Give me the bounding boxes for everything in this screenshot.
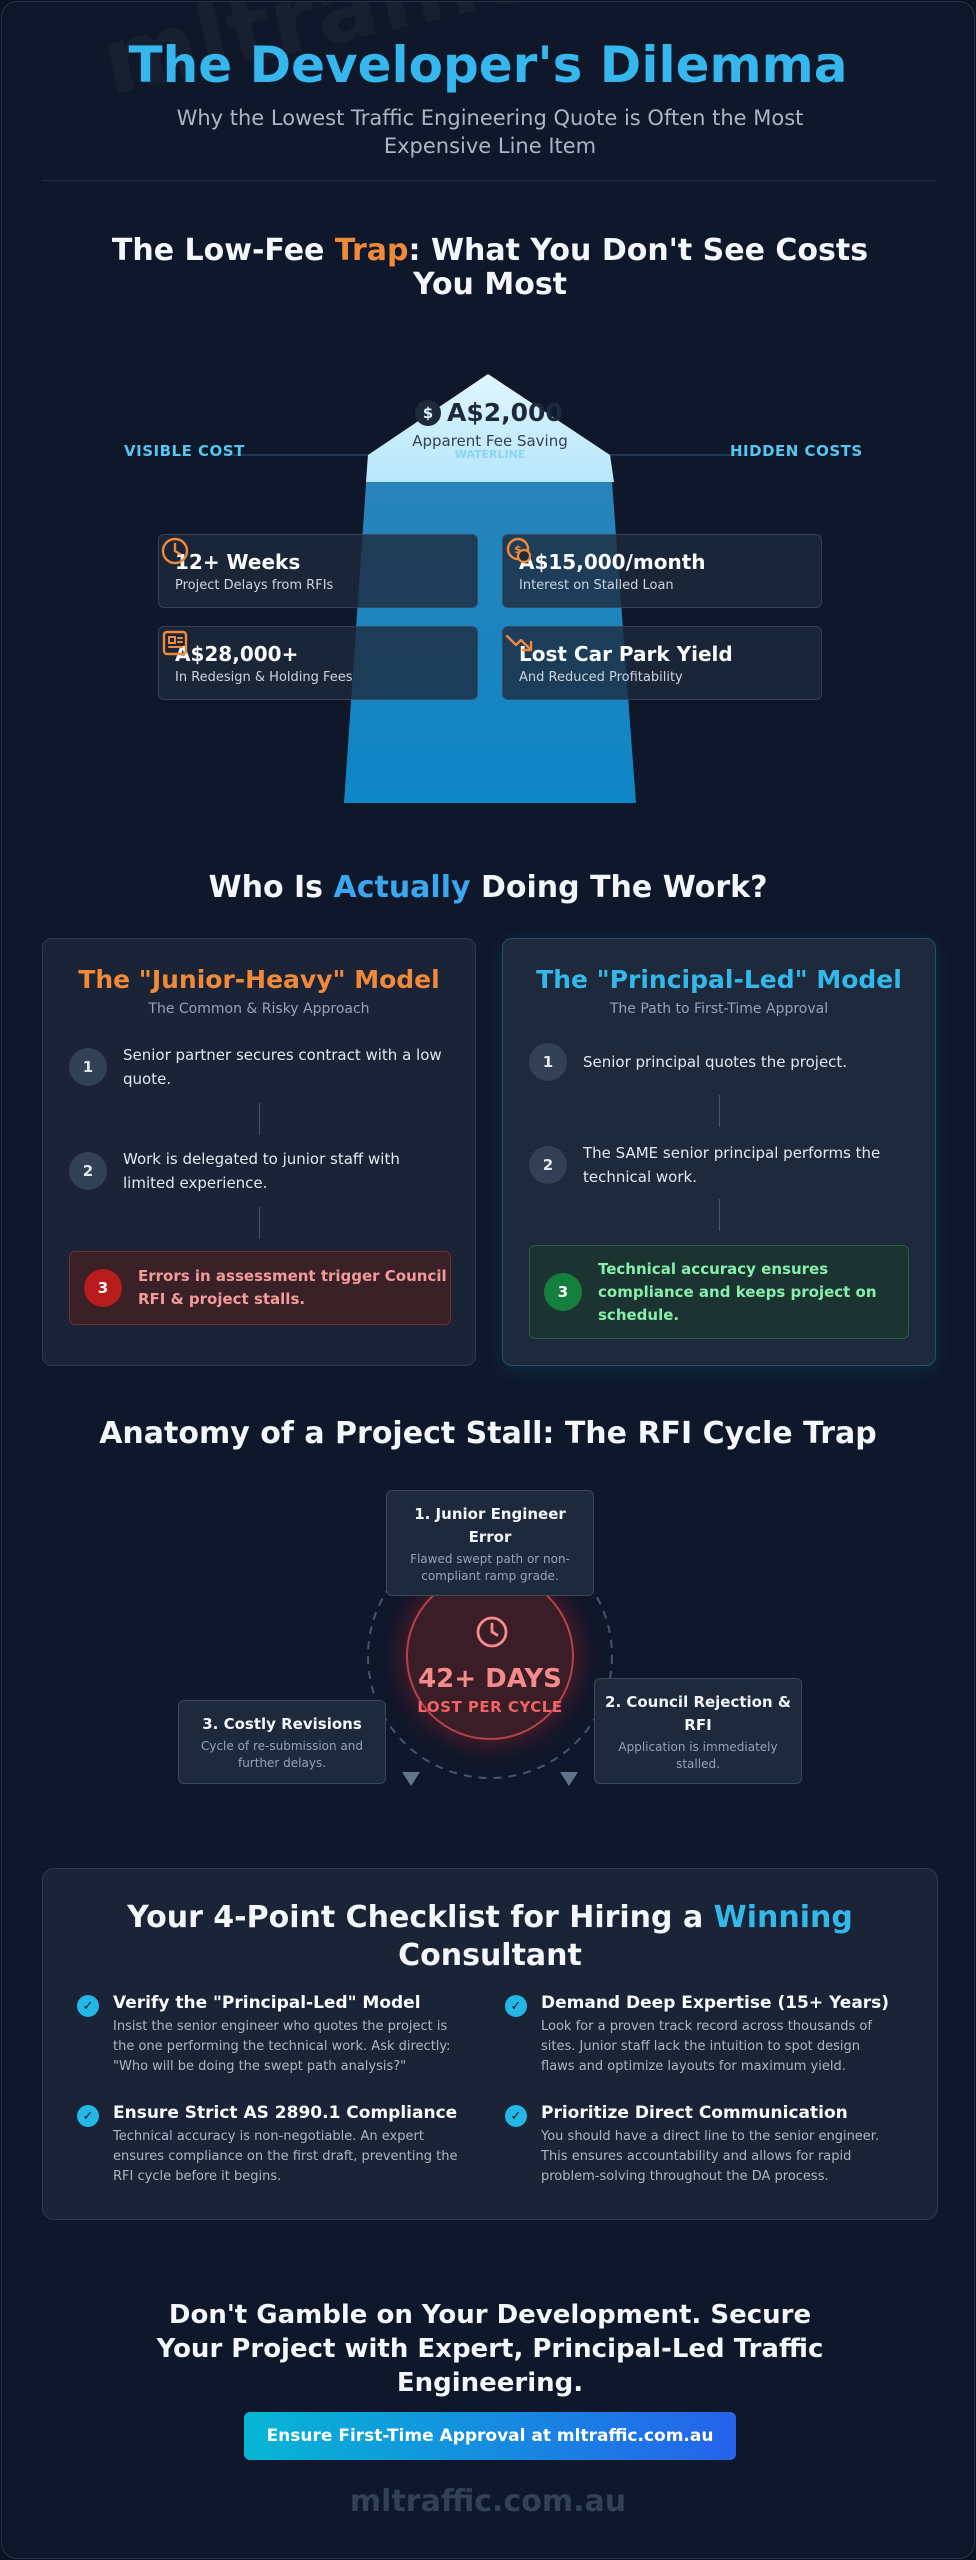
junior-step: 2 Work is delegated to junior staff with… xyxy=(69,1147,449,1195)
rfi-step-box: 3. Costly Revisions Cycle of re-submissi… xyxy=(178,1700,386,1784)
principal-model-subtitle: The Path to First-Time Approval xyxy=(609,1001,829,1017)
visible-cost-label: VISIBLE COST xyxy=(124,442,245,460)
junior-outcome: 3 Errors in assessment trigger Council R… xyxy=(69,1251,451,1325)
cta-headline: Don't Gamble on Your Development. Secure… xyxy=(156,2300,824,2398)
trend-down-icon xyxy=(505,634,533,652)
rfi-step-box: 2. Council Rejection & RFI Application i… xyxy=(594,1678,802,1784)
trap-section-title: The Low-Fee Trap: What You Don't See Cos… xyxy=(111,233,869,302)
page-subtitle: Why the Lowest Traffic Engineering Quote… xyxy=(176,106,804,158)
iceberg-diagram: VISIBLE COST HIDDEN COSTS $ A$2,000 Appa… xyxy=(2,362,974,822)
rfi-cycle-diagram: 42+ DAYS LOST PER CYCLE 1. Junior Engine… xyxy=(2,1472,974,1812)
rfi-section-title: Anatomy of a Project Stall: The RFI Cycl… xyxy=(99,1416,877,1451)
principal-step: 2 The SAME senior principal performs the… xyxy=(529,1141,909,1189)
waterline-label: WATERLINE xyxy=(454,448,526,461)
svg-text:$: $ xyxy=(514,543,522,556)
iceberg-graphic xyxy=(232,374,748,803)
checklist-item: ✓ Demand Deep Expertise (15+ Years)Look … xyxy=(505,1993,895,2077)
step-connector xyxy=(719,1095,720,1127)
cycle-arrow xyxy=(402,1772,420,1786)
step-connector xyxy=(259,1103,260,1135)
check-icon: ✓ xyxy=(505,1995,527,2017)
visible-cost-amount: $ A$2,000 xyxy=(415,398,575,427)
principal-step: 1 Senior principal quotes the project. xyxy=(529,1043,909,1081)
hidden-costs-label: HIDDEN COSTS xyxy=(730,442,863,460)
clock-icon xyxy=(476,1616,508,1648)
days-lost-label: LOST PER CYCLE xyxy=(417,1698,563,1716)
footer-brand: mltraffic.com.au xyxy=(349,2484,627,2519)
work-section-title: Who Is Actually Doing The Work? xyxy=(208,870,768,905)
check-icon: ✓ xyxy=(505,2105,527,2127)
junior-step: 1 Senior partner secures contract with a… xyxy=(69,1043,449,1091)
rfi-step-box: 1. Junior Engineer Error Flawed swept pa… xyxy=(386,1490,594,1596)
money-icon: $ xyxy=(506,537,532,564)
check-icon: ✓ xyxy=(77,2105,99,2127)
check-icon: ✓ xyxy=(77,1995,99,2017)
junior-model-title: The "Junior-Heavy" Model xyxy=(78,965,440,994)
principal-model-title: The "Principal-Led" Model xyxy=(536,965,902,994)
header-divider xyxy=(42,180,936,181)
clock-icon xyxy=(161,537,189,565)
junior-heavy-model-card: The "Junior-Heavy" Model The Common & Ri… xyxy=(42,938,476,1366)
step-connector xyxy=(719,1199,720,1231)
iceberg-tip xyxy=(366,374,614,482)
hiring-checklist: Your 4-Point Checklist for Hiring a Winn… xyxy=(42,1868,938,2220)
days-lost-value: 42+ DAYS xyxy=(418,1664,562,1694)
step-connector xyxy=(259,1207,260,1239)
dollar-icon: $ xyxy=(415,399,441,426)
checklist-title: Your 4-Point Checklist for Hiring a Winn… xyxy=(127,1900,853,1973)
principal-outcome: 3 Technical accuracy ensures compliance … xyxy=(529,1245,909,1339)
page-title: The Developer's Dilemma xyxy=(128,36,848,94)
junior-model-subtitle: The Common & Risky Approach xyxy=(148,1001,370,1017)
hidden-cost-card: A$28,000+In Redesign & Holding Fees xyxy=(158,626,478,700)
principal-led-model-card: The "Principal-Led" Model The Path to Fi… xyxy=(502,938,936,1366)
cta-button[interactable]: Ensure First-Time Approval at mltraffic.… xyxy=(244,2412,736,2460)
days-lost-circle: 42+ DAYS LOST PER CYCLE xyxy=(406,1572,574,1740)
document-icon xyxy=(162,630,188,656)
cycle-arrow xyxy=(560,1772,578,1786)
visible-cost-desc: Apparent Fee Saving xyxy=(412,432,568,450)
